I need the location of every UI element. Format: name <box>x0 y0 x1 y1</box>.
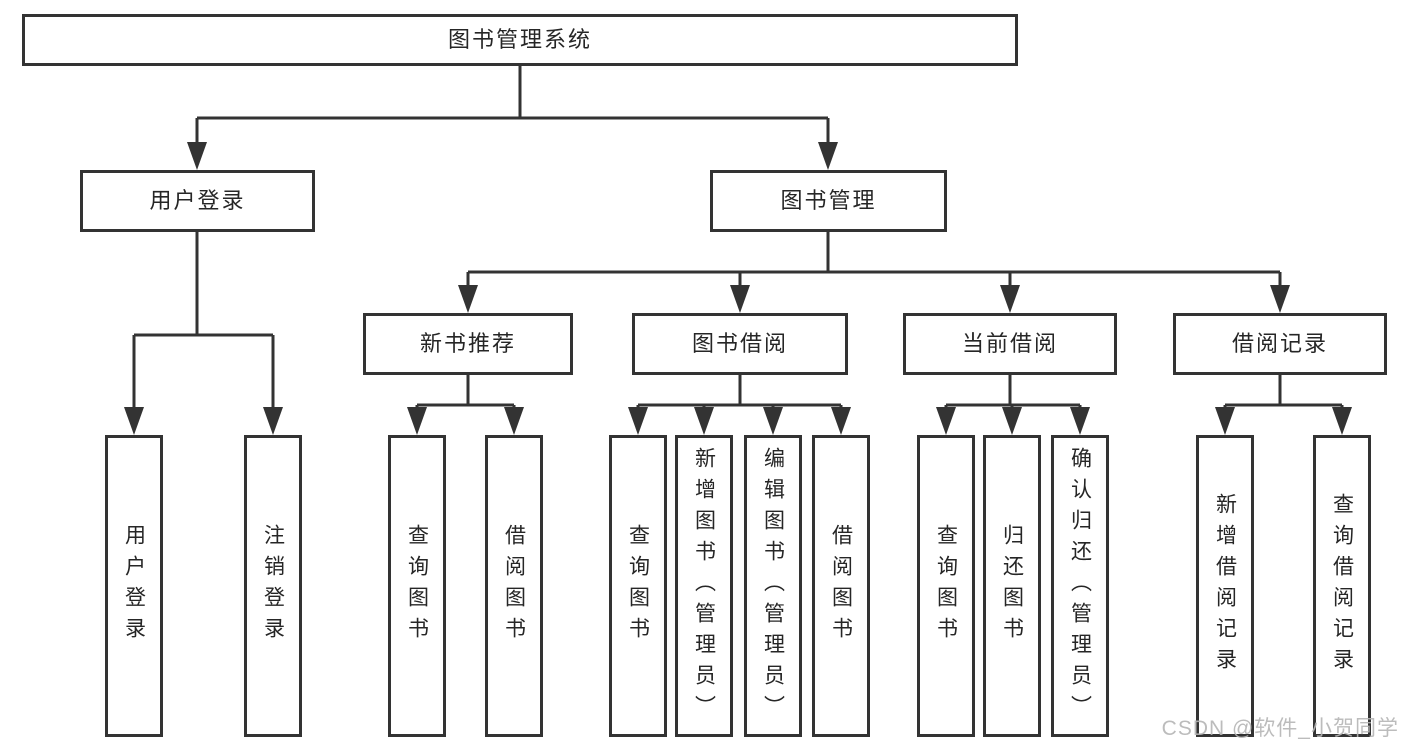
leaf-query-books-borrow: 查询图书 <box>609 435 667 737</box>
leaf-edit-books-admin: 编辑图书（管理员） <box>744 435 802 737</box>
leaf-add-borrow-record: 新增借阅记录 <box>1196 435 1254 737</box>
leaf-add-books-admin: 新增图书（管理员） <box>675 435 733 737</box>
node-root: 图书管理系统 <box>22 14 1018 66</box>
node-user-login: 用户登录 <box>80 170 315 232</box>
node-borrowing-records: 借阅记录 <box>1173 313 1387 375</box>
arrowheads <box>124 142 1352 435</box>
node-new-book-recommendation: 新书推荐 <box>363 313 573 375</box>
leaf-borrow-books-recommend: 借阅图书 <box>485 435 543 737</box>
leaf-query-books-current: 查询图书 <box>917 435 975 737</box>
leaf-query-books-recommend: 查询图书 <box>388 435 446 737</box>
leaf-confirm-return-admin: 确认归还（管理员） <box>1051 435 1109 737</box>
connector-path <box>132 66 1344 431</box>
leaf-logout: 注销登录 <box>244 435 302 737</box>
node-book-borrowing: 图书借阅 <box>632 313 848 375</box>
watermark: CSDN @软件_小贺同学 <box>1161 717 1399 740</box>
leaf-borrow-books: 借阅图书 <box>812 435 870 737</box>
leaf-user-login: 用户登录 <box>105 435 163 737</box>
node-current-borrowing: 当前借阅 <box>903 313 1117 375</box>
leaf-query-borrow-record: 查询借阅记录 <box>1313 435 1371 737</box>
leaf-return-books: 归还图书 <box>983 435 1041 737</box>
node-book-management: 图书管理 <box>710 170 947 232</box>
